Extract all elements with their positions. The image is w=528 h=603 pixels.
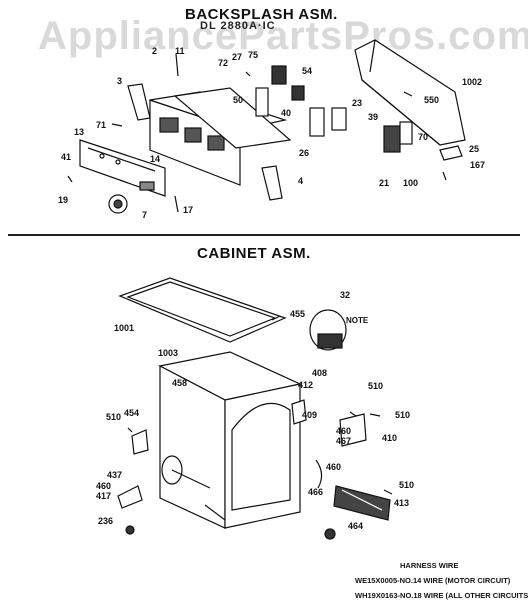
part-number-25: 25 <box>469 144 480 154</box>
cabinet-body-drawing <box>158 351 302 529</box>
access-cover-drawing <box>333 485 391 521</box>
part-number-417: 417 <box>96 491 112 501</box>
part-number-412: 412 <box>298 380 314 390</box>
rear-cover-drawing <box>354 39 466 146</box>
part-number-13: 13 <box>74 127 85 137</box>
part-number-14: 14 <box>150 154 161 164</box>
part-number-26: 26 <box>299 148 310 158</box>
part-number-409: 409 <box>302 410 318 420</box>
harness-title: HARNESS WIRE <box>400 561 459 570</box>
part-number-454: 454 <box>124 408 140 418</box>
part-number-32: 32 <box>340 290 351 300</box>
model-number: DL 2880A·IC <box>200 20 276 32</box>
part-number-17: 17 <box>183 205 194 215</box>
part-number-11: 11 <box>175 46 185 56</box>
part-number-7: 7 <box>142 210 148 220</box>
part-number-75: 75 <box>248 50 259 60</box>
part-number-510: 510 <box>106 412 122 422</box>
part-number-27: 27 <box>232 52 243 62</box>
section-divider <box>8 234 520 236</box>
part-number-413: 413 <box>394 498 410 508</box>
part-number-510: 510 <box>395 410 411 420</box>
part-number-464: 464 <box>348 521 364 531</box>
part-number-460: 460 <box>96 481 112 491</box>
part-number-167: 167 <box>470 160 486 170</box>
part-number-410: 410 <box>382 433 398 443</box>
control-panel-drawing <box>79 139 166 197</box>
part-number-70: 70 <box>418 132 429 142</box>
part-number-21: 21 <box>379 178 390 188</box>
part-number-460: 460 <box>326 462 342 472</box>
cabinet-top-drawing <box>118 277 287 343</box>
part-number-41: 41 <box>61 152 72 162</box>
part-number-40: 40 <box>281 108 292 118</box>
harness-line-motor: WE15X0005-NO.14 WIRE (MOTOR CIRCUIT) <box>355 576 511 585</box>
part-number-39: 39 <box>368 112 379 122</box>
part-number-437: 437 <box>107 470 123 480</box>
part-number-72: 72 <box>218 58 229 68</box>
part-number-236: 236 <box>98 516 114 526</box>
backsplash-heading: BACKSPLASH ASM. <box>185 6 338 23</box>
part-number-54: 54 <box>302 66 313 76</box>
part-number-510: 510 <box>399 480 415 490</box>
part-number-1003: 1003 <box>158 348 179 358</box>
part-number-2: 2 <box>152 46 158 56</box>
part-number-71: 71 <box>96 120 107 130</box>
part-number-3: 3 <box>117 76 123 86</box>
part-number-50: 50 <box>233 95 244 105</box>
harness-wire-legend: HARNESS WIRE WE15X0005-NO.14 WIRE (MOTOR… <box>355 558 528 603</box>
part-number-510: 510 <box>368 381 384 391</box>
part-number-408: 408 <box>312 368 328 378</box>
part-number-458: 458 <box>172 378 188 388</box>
part-number-23: 23 <box>352 98 363 108</box>
part-number-467: 467 <box>336 436 352 446</box>
cabinet-heading: CABINET ASM. <box>197 245 311 262</box>
part-number-466: 466 <box>308 487 324 497</box>
part-number-455: 455 <box>290 309 306 319</box>
part-number-550: 550 <box>424 95 440 105</box>
harness-line-other: WH19X0163-NO.18 WIRE (ALL OTHER CIRCUITS… <box>355 591 528 600</box>
part-number-1001: 1001 <box>114 323 135 333</box>
part-number-19: 19 <box>58 195 69 205</box>
part-number-1002: 1002 <box>462 77 483 87</box>
watermark: AppliancePartsPros.com <box>38 14 528 58</box>
part-number-460: 460 <box>336 426 352 436</box>
part-number-4: 4 <box>298 176 304 186</box>
part-number-100: 100 <box>403 178 419 188</box>
note-label: NOTE <box>346 316 369 325</box>
